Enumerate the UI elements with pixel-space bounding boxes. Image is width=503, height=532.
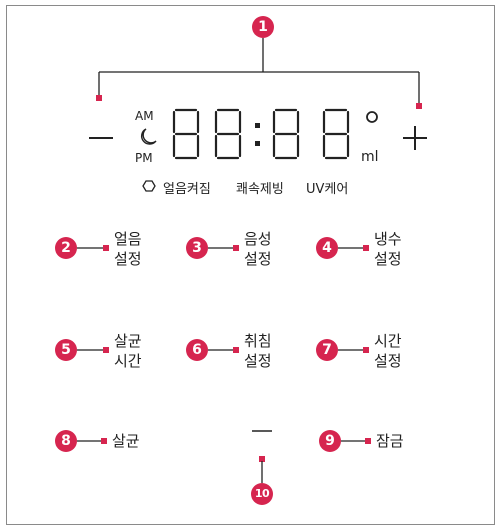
hex-indicator-icon — [142, 180, 156, 192]
callout-1-right-dot — [416, 103, 422, 109]
colon-top — [255, 123, 260, 128]
indicator-uv-care: UV케어 — [306, 182, 349, 197]
digit-2 — [214, 108, 242, 160]
callout-badge-9: 9 — [319, 430, 341, 452]
am-label: AM — [135, 109, 154, 123]
seven-seg-display — [172, 108, 350, 160]
ice-setting-line2: 설정 — [114, 250, 142, 268]
callout-badge-7: 7 — [316, 339, 338, 361]
cold-setting-line2: 설정 — [374, 250, 402, 268]
voice-setting-button[interactable]: 음성 설정 — [244, 229, 272, 269]
sterilize-button[interactable]: 살균 — [112, 432, 140, 450]
sterilize-time-line1: 살균 — [114, 332, 142, 350]
indicator-ice-on: 얼음켜짐 — [163, 182, 211, 197]
voice-setting-line1: 음성 — [244, 230, 272, 248]
digit-3 — [272, 108, 300, 160]
callout-badge-2: 2 — [55, 237, 77, 259]
indicator-rapid-ice: 쾌속제빙 — [236, 182, 284, 197]
bedtime-setting-line2: 설정 — [244, 352, 272, 370]
callout-1-left-dot — [96, 95, 102, 101]
digit-1 — [172, 108, 200, 160]
digit-4 — [322, 108, 350, 160]
crescent-moon-icon — [140, 128, 157, 145]
cold-setting-button[interactable]: 냉수 설정 — [374, 229, 402, 269]
callout-badge-1: 1 — [252, 16, 274, 38]
callout-badge-5: 5 — [55, 339, 77, 361]
time-setting-line1: 시간 — [374, 332, 402, 350]
ice-setting-line1: 얼음 — [114, 230, 142, 248]
time-setting-button[interactable]: 시간 설정 — [374, 331, 402, 371]
bedtime-setting-button[interactable]: 취침 설정 — [244, 331, 272, 371]
lock-button[interactable]: 잠금 — [376, 432, 404, 450]
time-setting-line2: 설정 — [374, 352, 402, 370]
unit-ml: ml — [361, 149, 379, 165]
callout-badge-10: 10 — [251, 483, 273, 505]
degree-icon — [366, 111, 378, 123]
ice-setting-button[interactable]: 얼음 설정 — [114, 229, 142, 269]
colon-bottom — [255, 141, 260, 146]
sterilize-time-button[interactable]: 살균 시간 — [114, 331, 142, 371]
callout-badge-8: 8 — [55, 430, 77, 452]
callout-badge-3: 3 — [186, 237, 208, 259]
sterilize-time-line2: 시간 — [114, 352, 142, 370]
callout-badge-4: 4 — [316, 237, 338, 259]
bedtime-setting-line1: 취침 — [244, 332, 272, 350]
diagram-frame — [6, 5, 495, 525]
callout-badge-6: 6 — [186, 339, 208, 361]
cold-setting-line1: 냉수 — [374, 230, 402, 248]
voice-setting-line2: 설정 — [244, 250, 272, 268]
pm-label: PM — [135, 151, 153, 165]
